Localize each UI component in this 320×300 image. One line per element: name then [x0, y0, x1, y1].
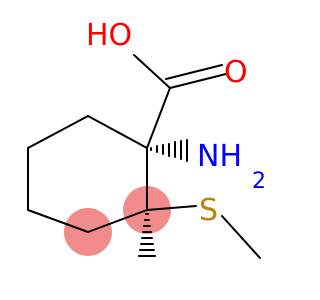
atom-label-nh2-subscript: 2 [252, 169, 266, 194]
bond-c2-s [146, 205, 197, 211]
bond-c6-c1 [87, 115, 148, 149]
atom-label-s: S [199, 193, 218, 228]
bond-c1-ccooh [146, 87, 171, 149]
bond-c-oh [133, 54, 171, 89]
hashed-wedge-nh2 [150, 139, 188, 162]
bond-c-o-double-1 [169, 73, 227, 89]
atom-label-oh: HO [86, 18, 132, 53]
atom-label-carbonyl-o: O [224, 55, 248, 90]
bond-c-o-double-2 [165, 64, 223, 80]
bond-s-ch3 [221, 215, 261, 259]
hashed-wedge-methyl [138, 213, 156, 257]
bond-c5-c6 [27, 115, 89, 149]
molecule-diagram: HO O NH 2 S [27, 18, 266, 259]
bond-c2-c3 [87, 209, 148, 233]
bond-c3-c4 [27, 209, 89, 233]
atom-label-nh2: NH [197, 139, 242, 174]
